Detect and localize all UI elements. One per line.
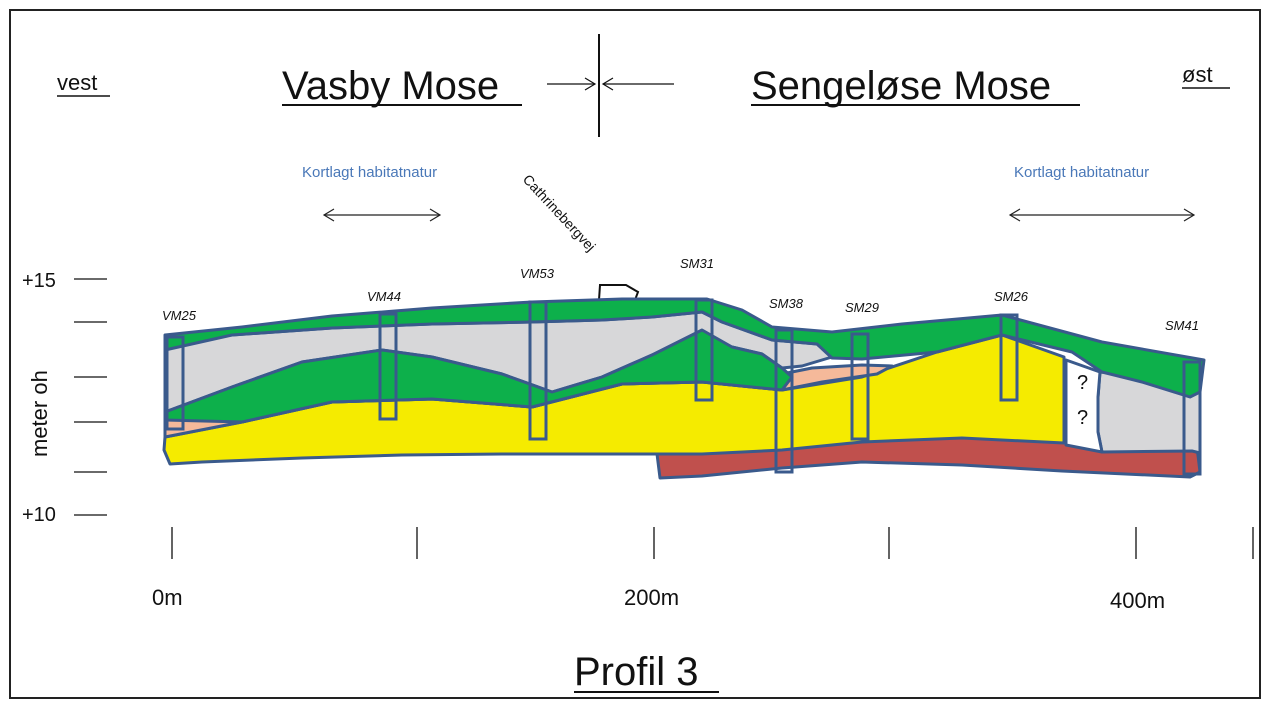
borehole-label: SM26 [994,289,1029,304]
unknown-zone [1064,358,1104,454]
borehole-label: VM44 [367,289,401,304]
road-symbol [598,284,640,301]
x-axis [171,527,1254,559]
borehole-sm31 [694,298,714,402]
strata [162,297,1206,480]
habitat-left-label: Kortlagt habitatnatur [302,164,437,181]
habitat-right-arrow [1008,208,1196,222]
right-area-title: Sengeløse Mose [751,64,1051,108]
y-tick-label-top: +15 [22,270,56,292]
borehole-sm38 [774,328,794,474]
boundary-marker [547,34,674,137]
topsoil-band-top [163,297,1206,399]
unknown-mark-2: ? [1077,407,1088,429]
borehole-sm41 [1182,360,1202,476]
left-area-title: Vasby Mose [282,64,499,108]
borehole-vm53 [528,300,548,441]
y-axis-label: meter oh [27,370,52,457]
unknown-mark-1: ? [1077,372,1088,394]
x-tick-label: 200m [624,585,679,610]
borehole-label: SM31 [680,256,714,271]
west-label: vest [57,70,97,95]
borehole-vm44 [378,312,398,421]
borehole-sm26 [999,313,1019,402]
borehole-label: SM38 [769,296,804,311]
borehole-sm29 [850,332,870,441]
x-tick-label: 0m [152,585,183,610]
y-tick-label-bottom: +10 [22,504,56,526]
borehole-vm25 [165,335,185,431]
borehole-labels: VM25 VM44 VM53 SM31 SM38 SM29 SM26 SM41 [162,256,1199,333]
topsoil-band-mid [163,328,794,424]
borehole-label: VM53 [520,266,555,281]
profile-title: Profil 3 [574,650,699,694]
habitat-left-arrow [322,208,442,222]
boreholes [165,298,1202,476]
y-axis: +15 +10 meter oh [22,270,107,526]
habitat-right-label: Kortlagt habitatnatur [1014,164,1149,181]
x-tick-label: 400m [1110,588,1165,613]
borehole-label: VM25 [162,308,197,323]
borehole-label: SM29 [845,300,879,315]
road-label: Cathrinebergvej [520,171,599,254]
east-label: øst [1182,62,1213,87]
borehole-label: SM41 [1165,318,1199,333]
diagram-frame: vest Vasby Mose Sengeløse Mose øst Kortl… [9,9,1261,699]
geological-profile: vest Vasby Mose Sengeløse Mose øst Kortl… [22,34,1254,694]
